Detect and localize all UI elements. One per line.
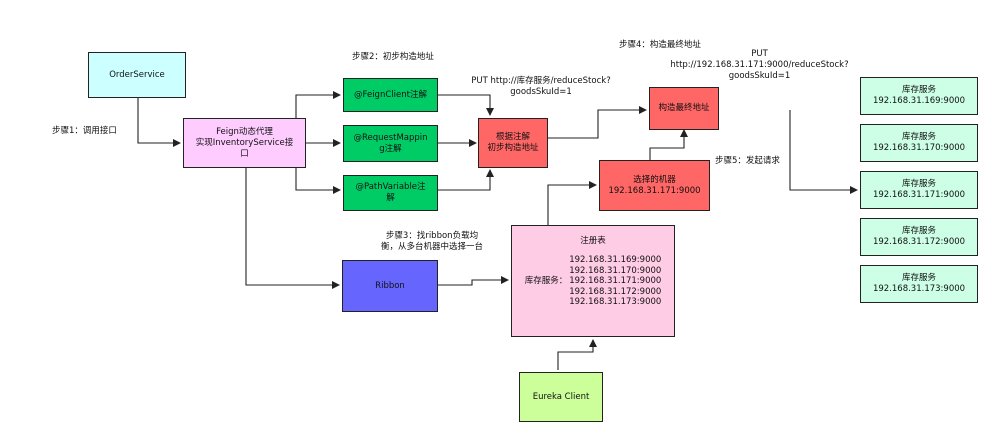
- arrow-registry-to-chosen: [547, 181, 597, 225]
- registry-entry: 192.168.31.173:9000: [569, 297, 662, 307]
- step2-label: 步骤2：初步构造地址: [352, 52, 434, 62]
- feign-proxy-label: Feign动态代理 实现InventoryService接 口: [195, 126, 294, 159]
- ribbon-label: Ribbon: [375, 280, 405, 291]
- arrow-pathvariable-to-build: [438, 169, 494, 191]
- path-variable-label: @PathVariable注 解: [355, 182, 426, 203]
- arrow-final-to-instance171: [789, 110, 858, 194]
- step4-label: 步骤4：构造最终地址: [619, 40, 701, 50]
- request-mapping-label: @RequestMappin g注解: [353, 132, 428, 154]
- request-mapping-annotation-node: @RequestMappin g注解: [343, 125, 438, 162]
- inventory-instance-node: 库存服务 192.168.31.171:9000: [860, 171, 978, 209]
- feign-proxy-node: Feign动态代理 实现InventoryService接 口: [183, 118, 306, 168]
- arrow-eureka-to-registry: [557, 339, 597, 370]
- inventory-instance-name: 库存服务: [901, 273, 936, 283]
- order-service-node: OrderService: [88, 52, 186, 98]
- build-address-node: 根据注解 初步构造地址: [478, 118, 548, 168]
- registry-entry: 192.168.31.169:9000: [569, 255, 662, 265]
- final-address-label: 构造最终地址: [658, 103, 710, 113]
- registry-entry: 192.168.31.171:9000: [569, 276, 662, 286]
- registry-service-label: 库存服务：: [524, 275, 568, 286]
- inventory-instance-name: 库存服务: [901, 226, 936, 236]
- chosen-machine-node: 选择的机器 192.168.31.171:9000: [599, 160, 710, 211]
- eureka-client-label: Eureka Client: [532, 391, 590, 402]
- eureka-client-node: Eureka Client: [519, 372, 603, 422]
- inventory-instance-node: 库存服务 192.168.31.170:9000: [860, 124, 978, 162]
- chosen-machine-title: 选择的机器: [633, 174, 676, 185]
- registry-body: 库存服务： 192.168.31.169:9000 192.168.31.170…: [525, 255, 662, 308]
- inventory-instance-name: 库存服务: [901, 179, 936, 189]
- registry-title: 注册表: [580, 236, 606, 246]
- inventory-instance-node: 库存服务 192.168.31.173:9000: [860, 265, 978, 303]
- arrow-orderservice-to-feign: [137, 98, 181, 147]
- inventory-instance-node: 库存服务 192.168.31.169:9000: [860, 77, 978, 115]
- chosen-machine-address: 192.168.31.171:9000: [608, 185, 701, 196]
- inventory-instance-node: 库存服务 192.168.31.172:9000: [860, 218, 978, 256]
- arrow-build-to-final: [548, 106, 647, 139]
- final-request-url: PUT http://192.168.31.171:9000/reduceSto…: [670, 49, 849, 81]
- step3-label: 步骤3：找ribbon负载均 衡，从多台机器中选择一台: [380, 231, 483, 252]
- arrow-feignclient-to-build: [438, 94, 494, 116]
- feign-client-annotation-node: @FeignClient注解: [343, 78, 438, 112]
- build-address-label: 根据注解 初步构造地址: [487, 132, 539, 153]
- arrow-feign-to-feignclient: [295, 91, 341, 118]
- inventory-instance-address: 192.168.31.170:9000: [872, 143, 966, 153]
- registry-node: 注册表 库存服务： 192.168.31.169:9000 192.168.31…: [511, 225, 675, 337]
- arrow-feign-to-pathvariable: [295, 168, 341, 194]
- ribbon-node: Ribbon: [342, 260, 438, 312]
- inventory-instance-name: 库存服务: [901, 85, 936, 95]
- inventory-instance-name: 库存服务: [901, 132, 936, 142]
- arrow-ribbon-to-registry: [438, 276, 509, 286]
- order-service-label: OrderService: [109, 69, 165, 80]
- arrow-chosen-to-final: [649, 129, 688, 160]
- inventory-instance-address: 192.168.31.172:9000: [872, 237, 966, 247]
- inventory-instance-address: 192.168.31.173:9000: [872, 284, 966, 294]
- initial-request-url: PUT http://库存服务/reduceStock? goodsSkuId=…: [471, 76, 611, 97]
- step5-label: 步骤5：发起请求: [715, 156, 780, 166]
- inventory-instance-address: 192.168.31.171:9000: [872, 190, 966, 200]
- arrow-feign-to-ribbon: [245, 168, 340, 289]
- inventory-instance-address: 192.168.31.169:9000: [872, 96, 966, 106]
- registry-entries: 192.168.31.169:9000 192.168.31.170:9000 …: [569, 255, 661, 308]
- step1-label: 步骤1：调用接口: [52, 126, 117, 136]
- final-address-node: 构造最终地址: [649, 87, 719, 130]
- registry-entry: 192.168.31.172:9000: [569, 286, 662, 297]
- path-variable-annotation-node: @PathVariable注 解: [343, 175, 438, 211]
- registry-entry: 192.168.31.170:9000: [569, 265, 662, 276]
- feign-client-label: @FeignClient注解: [354, 89, 427, 100]
